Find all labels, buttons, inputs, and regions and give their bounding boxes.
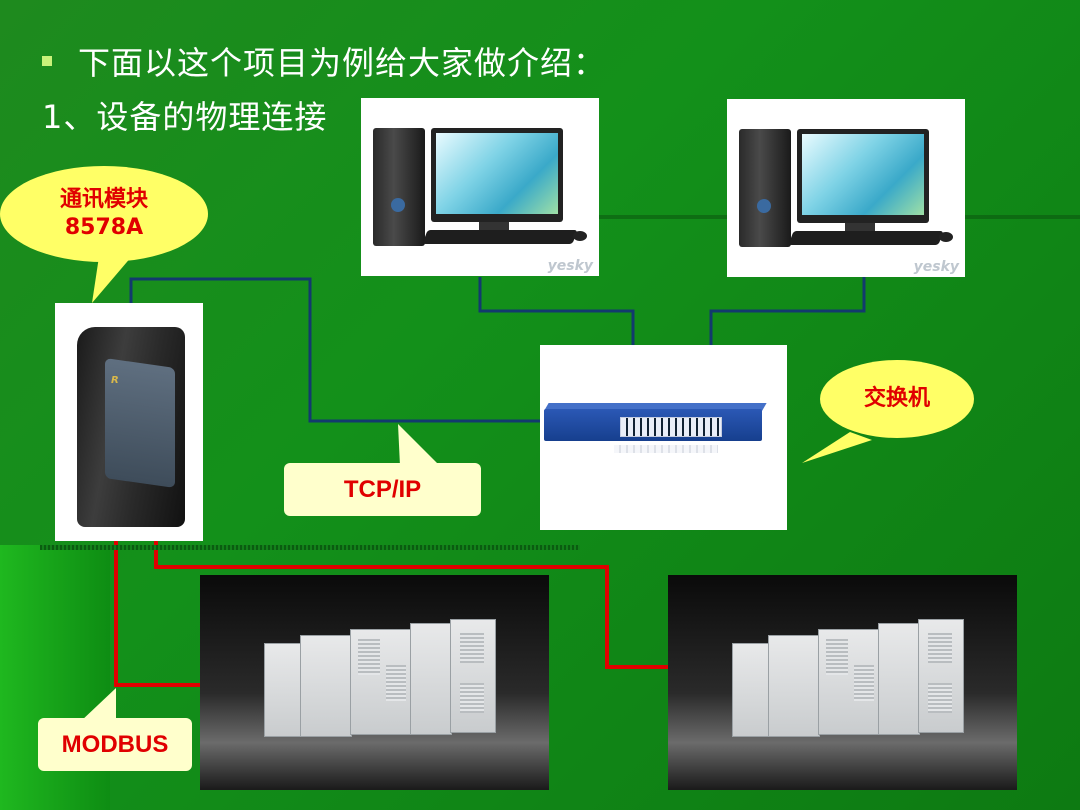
tcpip-label-tail <box>398 424 440 466</box>
tcpip-label: TCP/IP <box>284 463 481 516</box>
modbus-label: MODBUS <box>38 718 192 771</box>
modbus-label-tail <box>80 688 116 722</box>
tcpip-label-text: TCP/IP <box>344 476 421 504</box>
switch-callout-tail <box>802 432 872 463</box>
module-callout-line1: 通讯模块 <box>60 186 148 214</box>
module-callout-line2: 8578A <box>60 214 148 242</box>
module-callout: 通讯模块 8578A <box>0 166 208 262</box>
modbus-label-text: MODBUS <box>62 731 169 759</box>
switch-callout: 交换机 <box>820 360 974 438</box>
switch-callout-text: 交换机 <box>864 385 930 413</box>
